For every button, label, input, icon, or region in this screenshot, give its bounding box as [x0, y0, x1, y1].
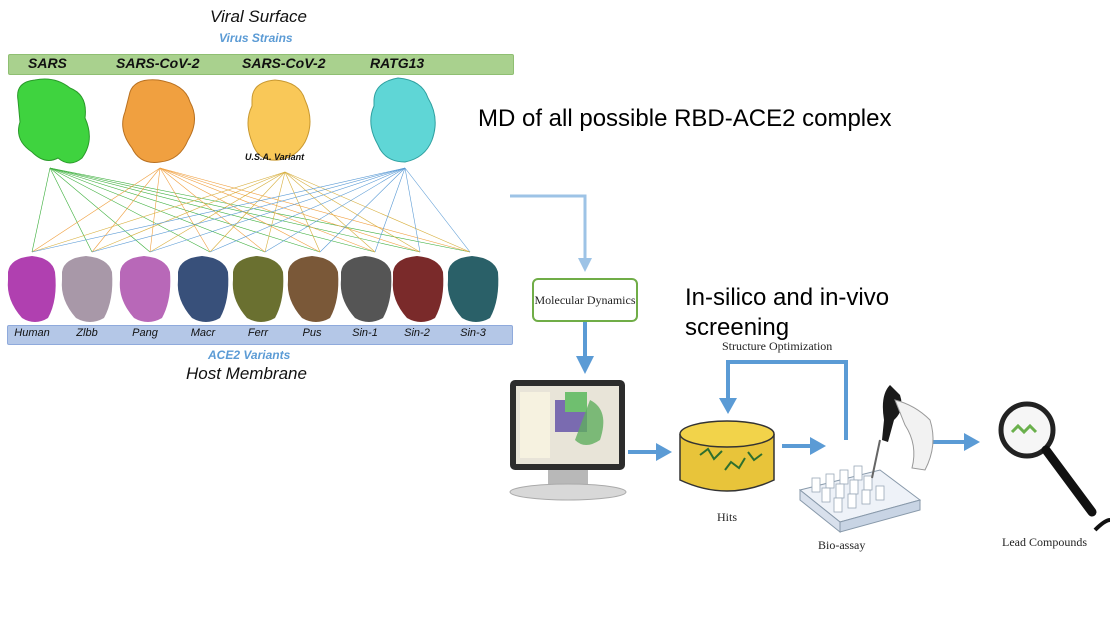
hits-label: Hits — [717, 510, 738, 524]
strain-label-sars-cov-2: SARS-CoV-2 — [116, 55, 200, 71]
variant-label-ferr: Ferr — [247, 327, 269, 339]
variant-label-sin-1: Sin-1 — [352, 327, 378, 339]
variant-label-sin-2: Sin-2 — [404, 327, 430, 339]
strain-label-sars: SARS — [28, 55, 67, 71]
workflow-arrows — [510, 194, 980, 461]
arrow-optimization-loop — [726, 360, 848, 440]
variant-label-human: Human — [14, 327, 50, 339]
screening-description: In-silico and in-vivo screening — [685, 284, 890, 341]
protein-ratg13 — [370, 77, 436, 163]
md-description: MD of all possible RBD-ACE2 complex — [478, 105, 892, 132]
bioassay-plate-icon — [798, 385, 934, 534]
ace2-sin-2 — [392, 256, 444, 322]
ace2-pang — [119, 256, 171, 322]
variant-label-pus: Pus — [302, 327, 322, 339]
ace2-pus — [287, 256, 339, 322]
variant-label-macr: Macr — [190, 327, 216, 339]
strain-label-sars-cov-2-usa: SARS-CoV-2 — [242, 55, 326, 71]
ace2-zlbb — [61, 256, 113, 322]
lead-compounds-label: Lead Compounds — [1002, 535, 1087, 549]
magnifier-icon — [998, 401, 1110, 532]
hits-cylinder-icon — [679, 420, 775, 492]
ace2-variants-bar — [7, 325, 513, 345]
structure-optimization-label: Structure Optimization — [722, 339, 833, 353]
variant-label-pang: Pang — [132, 327, 158, 339]
protein-sars — [17, 78, 90, 164]
host-membrane-label: Host Membrane — [186, 364, 307, 383]
molecular-dynamics-box: Molecular Dynamics — [532, 278, 638, 322]
protein-sars-cov-2 — [122, 79, 195, 163]
connection-lines — [31, 167, 471, 253]
variant-label-sin-3: Sin-3 — [460, 327, 486, 339]
viral-surface-title: Viral Surface — [210, 7, 308, 26]
computer-monitor-icon — [509, 380, 627, 501]
virus-strains-bar — [8, 54, 514, 75]
ace2-sin-3 — [447, 256, 499, 322]
strain-label-ratg13: RATG13 — [370, 55, 425, 71]
bioassay-label: Bio-assay — [818, 538, 866, 552]
ace2-human — [7, 256, 56, 322]
ace2-variants-label: ACE2 Variants — [208, 348, 291, 362]
molecular-dynamics-label: Molecular Dynamics — [534, 292, 636, 307]
usa-variant-label: U.S.A. Variant — [245, 152, 305, 162]
arrow-md-to-box — [510, 194, 587, 262]
variant-label-zlbb: Zlbb — [76, 327, 98, 339]
ace2-ferr — [232, 256, 284, 322]
ace2-macr — [177, 256, 229, 322]
virus-strains-subtitle: Virus Strains — [219, 31, 293, 45]
virus-proteins — [17, 77, 436, 164]
ace2-proteins — [7, 256, 499, 322]
protein-sars-cov-2-usa — [247, 79, 311, 161]
ace2-sin-1 — [340, 256, 392, 322]
